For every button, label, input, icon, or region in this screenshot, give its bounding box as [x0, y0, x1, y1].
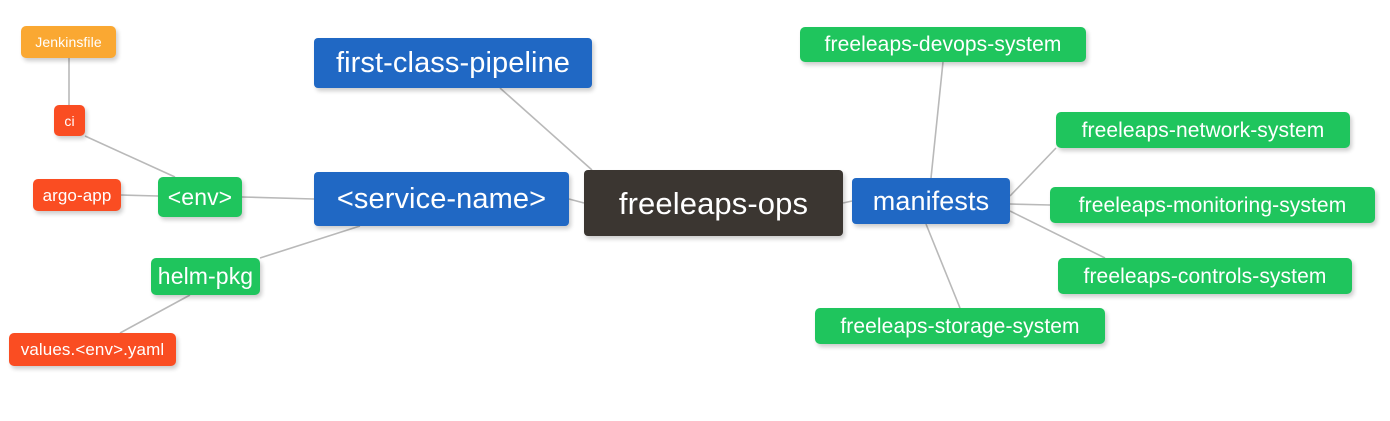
edge-values-env-yaml-to-helm-pkg	[119, 294, 191, 334]
node-label: <service-name>	[336, 182, 547, 215]
node-ci[interactable]: ci	[54, 105, 85, 136]
node-label: manifests	[872, 185, 990, 216]
node-label: freeleaps-storage-system	[840, 314, 1080, 338]
edge-helm-pkg-to-service-name	[259, 225, 361, 259]
edge-freeleaps-ops-to-manifests	[842, 200, 853, 204]
node-manifests[interactable]: manifests	[852, 178, 1010, 224]
node-values-env-yaml[interactable]: values.<env>.yaml	[9, 333, 176, 366]
node-freeleaps-ops[interactable]: freeleaps-ops	[584, 170, 843, 236]
node-env[interactable]: <env>	[158, 177, 242, 217]
node-label: Jenkinsfile	[35, 34, 102, 50]
node-jenkinsfile[interactable]: Jenkinsfile	[21, 26, 116, 58]
node-service-name[interactable]: <service-name>	[314, 172, 569, 226]
node-label: ci	[64, 112, 75, 129]
node-helm-pkg[interactable]: helm-pkg	[151, 258, 260, 295]
node-label: freeleaps-controls-system	[1083, 264, 1327, 288]
node-freeleaps-network-system[interactable]: freeleaps-network-system	[1056, 112, 1350, 148]
node-label: <env>	[167, 183, 233, 210]
node-first-class-pipeline[interactable]: first-class-pipeline	[314, 38, 592, 88]
node-label: freeleaps-monitoring-system	[1078, 193, 1347, 217]
node-label: freeleaps-ops	[618, 185, 809, 221]
node-freeleaps-monitoring-system[interactable]: freeleaps-monitoring-system	[1050, 187, 1375, 223]
node-freeleaps-controls-system[interactable]: freeleaps-controls-system	[1058, 258, 1352, 294]
edge-env-to-service-name	[241, 196, 315, 200]
edge-manifests-to-freeleaps-network-system	[1009, 147, 1057, 197]
node-freeleaps-storage-system[interactable]: freeleaps-storage-system	[815, 308, 1105, 344]
node-label: freeleaps-network-system	[1081, 118, 1325, 142]
node-label: freeleaps-devops-system	[824, 33, 1062, 56]
node-argo-app[interactable]: argo-app	[33, 179, 121, 211]
node-freeleaps-devops-system[interactable]: freeleaps-devops-system	[800, 27, 1086, 62]
edge-manifests-to-freeleaps-devops-system	[930, 61, 944, 179]
node-label: values.<env>.yaml	[20, 340, 165, 359]
edge-manifests-to-freeleaps-monitoring-system	[1009, 203, 1051, 206]
edge-ci-to-env	[84, 135, 176, 178]
edge-service-name-to-freeleaps-ops	[568, 198, 585, 204]
node-label: helm-pkg	[157, 263, 254, 289]
node-label: first-class-pipeline	[335, 46, 571, 79]
edge-argo-app-to-env	[120, 194, 159, 197]
edge-manifests-to-freeleaps-storage-system	[925, 223, 961, 309]
edge-first-class-pipeline-to-freeleaps-ops	[499, 87, 593, 171]
node-label: argo-app	[42, 185, 112, 205]
